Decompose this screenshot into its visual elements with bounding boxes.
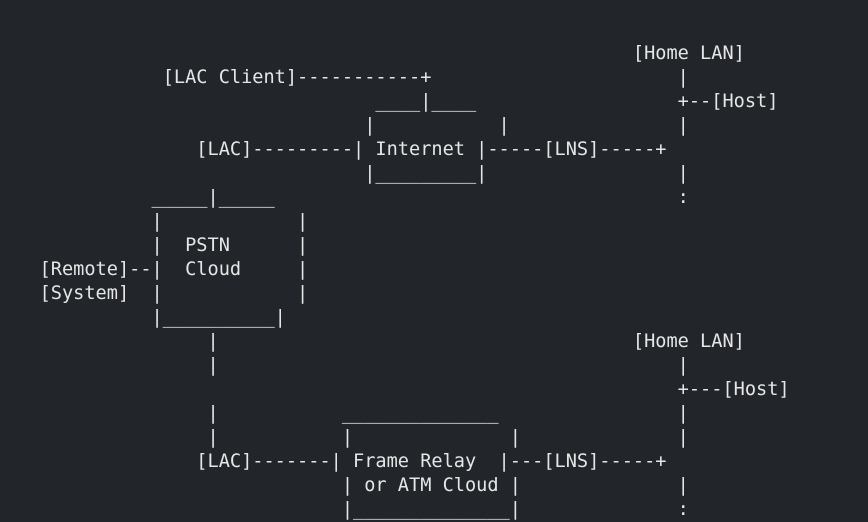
diagram-canvas: [Home LAN] [LAC Client]-----------+ | __… [39,43,790,520]
ascii-network-diagram: [Home LAN] [LAC Client]-----------+ | __… [39,43,790,520]
